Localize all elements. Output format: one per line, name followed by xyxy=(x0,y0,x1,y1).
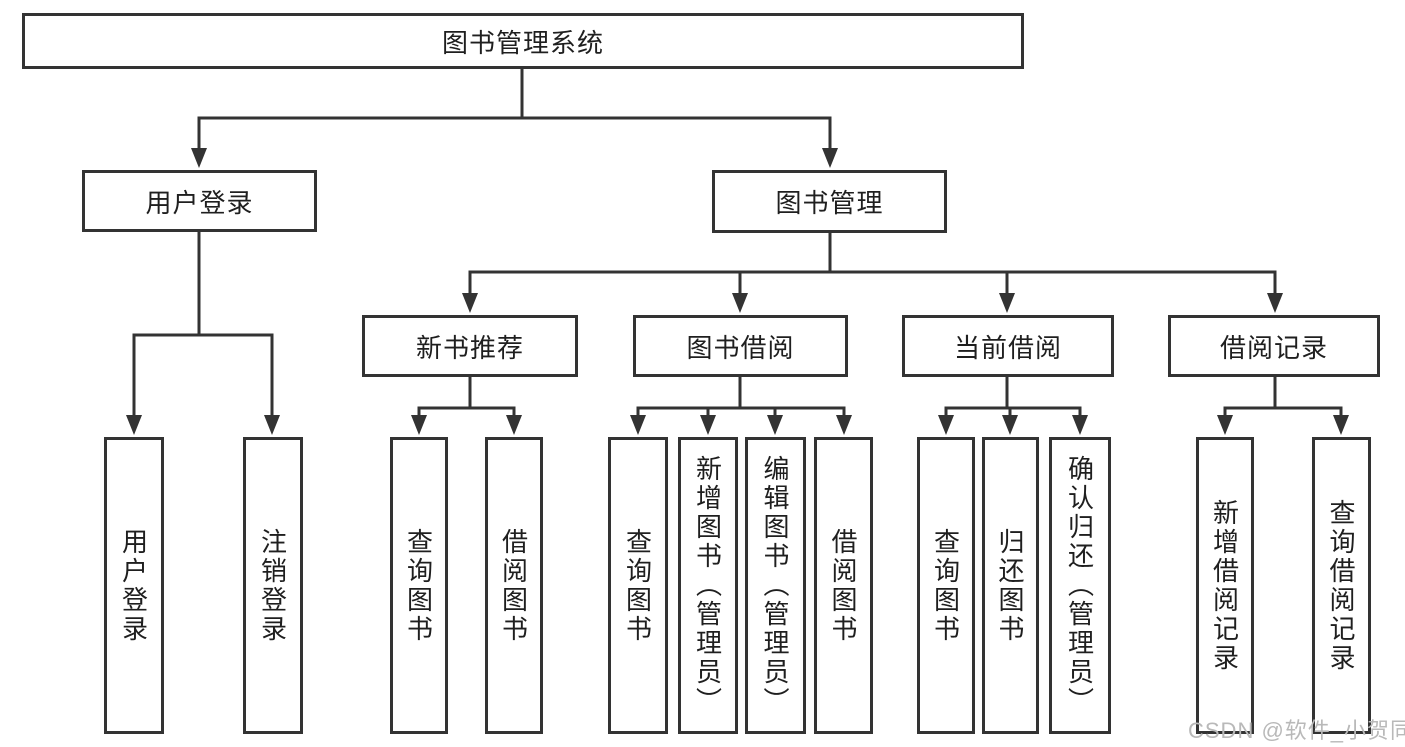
node-leaf-query-book-3: 查询图书 xyxy=(917,437,975,734)
node-leaf-query-borrow-record: 查询借阅记录 xyxy=(1312,437,1371,734)
csdn-watermark: CSDN @软件_小贺同学 xyxy=(1188,718,1405,743)
node-leaf-add-book-admin: 新增图书（管理员） xyxy=(678,437,738,734)
node-leaf-edit-book-admin: 编辑图书（管理员） xyxy=(745,437,806,734)
node-leaf-confirm-return-admin: 确认归还（管理员） xyxy=(1049,437,1111,734)
node-borrowing-records: 借阅记录 xyxy=(1168,315,1380,377)
node-leaf-query-book-2: 查询图书 xyxy=(608,437,668,734)
node-leaf-logout: 注销登录 xyxy=(243,437,303,734)
node-user-login: 用户登录 xyxy=(82,170,317,232)
node-book-management: 图书管理 xyxy=(712,170,947,233)
node-leaf-borrow-book-1: 借阅图书 xyxy=(485,437,543,734)
node-book-borrowing: 图书借阅 xyxy=(633,315,848,377)
node-new-book-recommend: 新书推荐 xyxy=(362,315,578,377)
node-leaf-user-login: 用户登录 xyxy=(104,437,164,734)
node-current-borrowing: 当前借阅 xyxy=(902,315,1114,377)
node-leaf-return-book: 归还图书 xyxy=(982,437,1039,734)
arrowheads xyxy=(126,148,1349,435)
node-leaf-borrow-book-2: 借阅图书 xyxy=(814,437,873,734)
node-leaf-query-book-1: 查询图书 xyxy=(390,437,448,734)
node-library-system: 图书管理系统 xyxy=(22,13,1024,69)
node-leaf-add-borrow-record: 新增借阅记录 xyxy=(1196,437,1254,734)
